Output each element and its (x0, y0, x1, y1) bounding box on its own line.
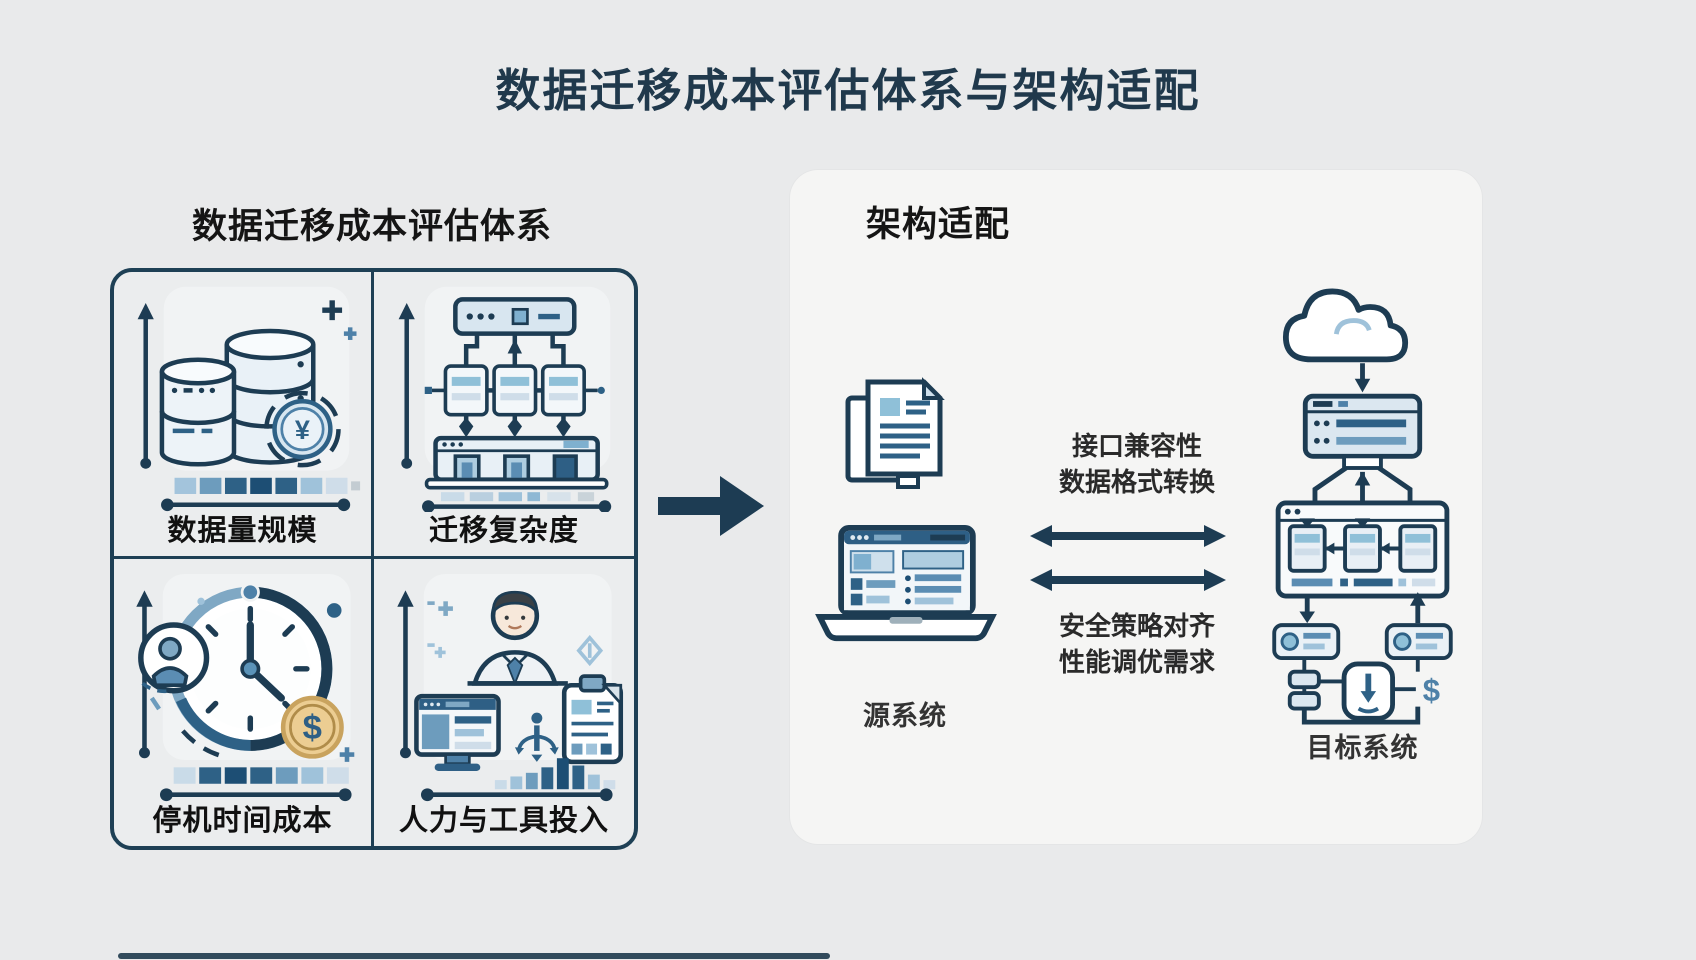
shield-download-icon (1341, 661, 1395, 721)
svg-text:$: $ (302, 709, 321, 747)
quadrant-label: 人力与工具投入 (398, 805, 609, 837)
architecture-card: 架构适配 (790, 170, 1482, 844)
server-icon (1302, 393, 1423, 470)
svg-text:$: $ (1423, 673, 1440, 708)
quadrant-label: 数据量规模 (167, 515, 318, 547)
quadrant-label: 迁移复杂度 (428, 515, 579, 547)
scale-squares (173, 767, 349, 784)
cloud-icon (1282, 288, 1409, 363)
svg-text:¥: ¥ (294, 415, 309, 445)
server-node-boxes (443, 364, 586, 417)
note-performance-tuning: 性能调优需求 (1058, 647, 1215, 677)
cost-quadrant-grid: ¥ 数据量规模 (110, 268, 638, 850)
quadrant-downtime-cost: $ 停机时间成本 (114, 559, 374, 846)
scale-squares (440, 492, 595, 502)
page-title: 数据迁移成本评估体系与架构适配 (495, 65, 1201, 116)
laptop-icon (815, 524, 997, 642)
right-arrow-icon (658, 476, 764, 536)
documents-icon (845, 377, 945, 489)
note-data-format-conversion: 数据格式转换 (1058, 467, 1215, 497)
downtime-clock-icon: $ (135, 573, 354, 802)
quadrant-migration-complexity: 迁移复杂度 (374, 272, 634, 559)
migration-structure-icon (398, 286, 612, 512)
quadrant-data-volume: ¥ 数据量规模 (114, 272, 374, 559)
cost-bars (494, 758, 616, 790)
quadrant-label: 停机时间成本 (152, 805, 333, 837)
database-cost-icon: ¥ (137, 286, 360, 512)
bottom-edge-line (118, 953, 830, 959)
right-section-title: 架构适配 (866, 205, 1011, 244)
source-system-label: 源系统 (863, 701, 947, 731)
exchange-top-notes: 接口兼容性 数据格式转换 (1022, 428, 1252, 500)
person-tools-icon (397, 573, 624, 802)
scale-squares (174, 477, 360, 494)
target-system-label: 目标系统 (1306, 733, 1419, 763)
target-system-figure: $ (1272, 288, 1453, 725)
modules-icon (1275, 500, 1450, 599)
exchange-bottom-notes: 安全策略对齐 性能调优需求 (1022, 608, 1252, 680)
left-section-title: 数据迁移成本评估体系 (192, 207, 553, 246)
quadrant-manpower-tools: 人力与工具投入 (374, 559, 634, 846)
note-interface-compatibility: 接口兼容性 (1071, 431, 1202, 461)
double-arrow-icon (1030, 525, 1226, 591)
note-security-policy-alignment: 安全策略对齐 (1058, 611, 1215, 641)
